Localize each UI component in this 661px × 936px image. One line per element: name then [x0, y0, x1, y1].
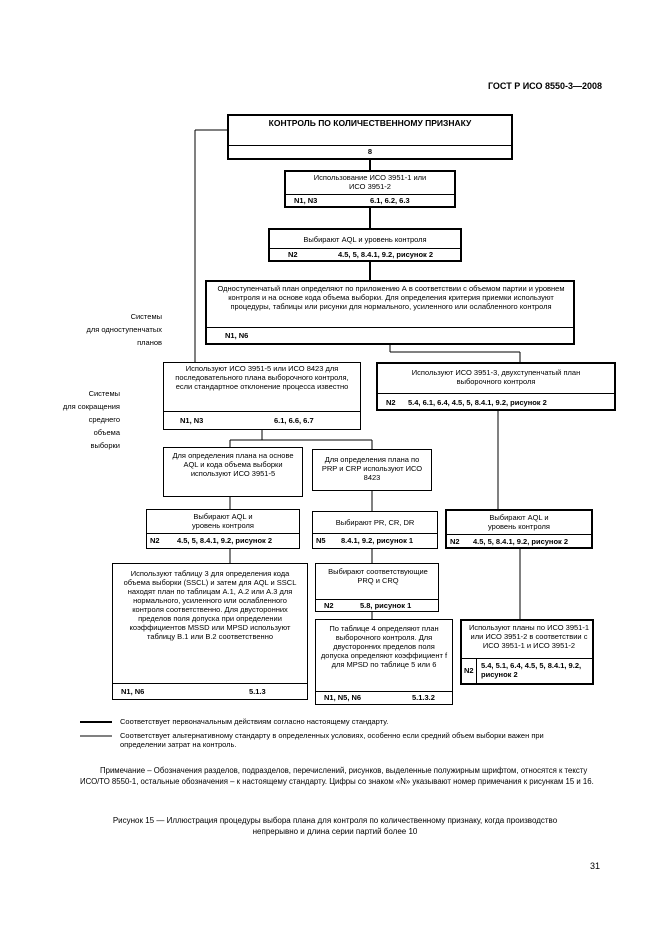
box-prq: Выбирают соответствующие PRQ и CRQ N2 5.… [315, 563, 439, 612]
box-sequential-refs: 6.1, 6.6, 6.7 [274, 416, 314, 425]
box-prq-text: Выбирают соответствующие PRQ и CRQ [328, 567, 428, 585]
box-double-text: Используют ИСО 3951-3, двухступенчатый п… [411, 368, 581, 386]
box-aql-2-text: Выбирают AQL и уровень контроля [192, 512, 254, 530]
box-iso3951: Использование ИСО 3951-1 или ИСО 3951-2 … [284, 170, 456, 208]
box-plans-refs: 5.4, 5.1, 6.4, 4.5, 5, 8.4.1, 9.2, рисун… [481, 661, 582, 679]
note-text: – Обозначения разделов, подразделов, пер… [80, 766, 594, 786]
box-prq-refs: 5.8, рисунок 1 [360, 601, 412, 610]
note-label: Примечание [100, 766, 146, 775]
box-iso3951-refs: 6.1, 6.2, 6.3 [370, 196, 410, 205]
box-double-refs: 5.4, 6.1, 6.4, 4.5, 5, 8.4.1, 9.2, рисун… [408, 398, 547, 407]
box-table4: По таблице 4 определяют план выборочного… [315, 619, 453, 705]
box-table4-refs: 5.1.3.2 [412, 693, 435, 702]
box-top-ref: 8 [367, 147, 373, 156]
box-aql-3-text: Выбирают AQL и уровень контроля [488, 513, 550, 531]
box-aql-1-refs: 4.5, 5, 8.4.1, 9.2, рисунок 2 [338, 250, 434, 259]
box-plans-notes: N2 [464, 666, 474, 675]
box-aql-plan: Для определения плана на основе AQL и ко… [163, 447, 303, 497]
box-prp-plan: Для определения плана по PRP и CRP испол… [312, 449, 432, 491]
side-label-reduced: Системы для сокращения среднего объема в… [10, 387, 120, 452]
box-prq-notes: N2 [324, 601, 334, 610]
box-pr: Выбирают PR, CR, DR N5 8.4.1, 9.2, рисун… [312, 511, 438, 549]
side-label-line: для сокращения [62, 402, 120, 411]
box-iso3951-notes: N1, N3 [294, 196, 318, 205]
legend-thick-text: Соответствует первоначальным действиям с… [120, 717, 389, 726]
side-label-line: планов [137, 338, 162, 347]
box-single-plan: Одноступенчатый план определяют по прило… [205, 280, 575, 345]
box-pr-notes: N5 [316, 536, 326, 545]
side-label-line: объема [93, 428, 120, 437]
box-top: КОНТРОЛЬ ПО КОЛИЧЕСТВЕННОМУ ПРИЗНАКУ 8 [227, 114, 513, 160]
box-double: Используют ИСО 3951-3, двухступенчатый п… [376, 362, 616, 411]
box-prp-plan-text: Для определения плана по PRP и CRP испол… [321, 455, 423, 482]
legend-thin-text: Соответствует альтернативному стандарту … [120, 731, 544, 749]
box-table3: Используют таблицу 3 для определения код… [112, 563, 308, 700]
box-aql-1: Выбирают AQL и уровень контроля N2 4.5, … [268, 228, 462, 262]
box-aql-1-notes: N2 [288, 250, 298, 259]
page-number: 31 [589, 861, 600, 871]
box-top-title: КОНТРОЛЬ ПО КОЛИЧЕСТВЕННОМУ ПРИЗНАКУ [268, 118, 472, 128]
box-table3-notes: N1, N6 [121, 687, 145, 696]
side-label-line: среднего [88, 415, 120, 424]
box-pr-text: Выбирают PR, CR, DR [335, 518, 415, 527]
box-sequential: Используют ИСО 3951-5 или ИСО 8423 для п… [163, 362, 361, 430]
box-pr-refs: 8.4.1, 9.2, рисунок 1 [341, 536, 414, 545]
box-double-notes: N2 [386, 398, 396, 407]
box-aql-2-notes: N2 [150, 536, 160, 545]
box-plans-text: Используют планы по ИСО 3951-1 или ИСО 3… [468, 623, 590, 650]
box-aql-1-text: Выбирают AQL и уровень контроля [303, 235, 427, 244]
figure-caption: Рисунок 15 — Иллюстрация процедуры выбор… [112, 816, 558, 836]
box-table3-text: Используют таблицу 3 для определения код… [123, 569, 297, 641]
box-table3-refs: 5.1.3 [249, 687, 266, 696]
box-sequential-text: Используют ИСО 3951-5 или ИСО 8423 для п… [175, 364, 349, 391]
box-table4-text: По таблице 4 определяют план выборочного… [320, 624, 448, 669]
box-aql-2: Выбирают AQL и уровень контроля N2 4.5, … [146, 509, 300, 549]
box-aql-3-notes: N2 [450, 537, 460, 546]
box-single-plan-notes: N1, N6 [225, 331, 249, 340]
side-label-line: выборки [90, 441, 120, 450]
box-table4-notes: N1, N5, N6 [324, 693, 362, 702]
side-label-line: Системы [130, 312, 162, 321]
box-aql-3-refs: 4.5, 5, 8.4.1, 9.2, рисунок 2 [473, 537, 569, 546]
side-label-line: Системы [88, 389, 120, 398]
box-aql-plan-text: Для определения плана на основе AQL и ко… [172, 451, 294, 478]
box-plans: Используют планы по ИСО 3951-1 или ИСО 3… [460, 619, 594, 685]
note: Примечание – Обозначения разделов, подра… [80, 766, 600, 787]
box-aql-3: Выбирают AQL и уровень контроля N2 4.5, … [445, 509, 593, 549]
side-label-single-stage: Системы для одноступенчатых планов [52, 310, 162, 349]
box-aql-2-refs: 4.5, 5, 8.4.1, 9.2, рисунок 2 [177, 536, 273, 545]
box-iso3951-text: Использование ИСО 3951-1 или ИСО 3951-2 [313, 173, 427, 191]
box-single-plan-text: Одноступенчатый план определяют по прило… [217, 284, 565, 311]
standard-code: ГОСТ Р ИСО 8550-3—2008 [487, 81, 602, 91]
side-label-line: для одноступенчатых [86, 325, 162, 334]
box-sequential-notes: N1, N3 [180, 416, 204, 425]
